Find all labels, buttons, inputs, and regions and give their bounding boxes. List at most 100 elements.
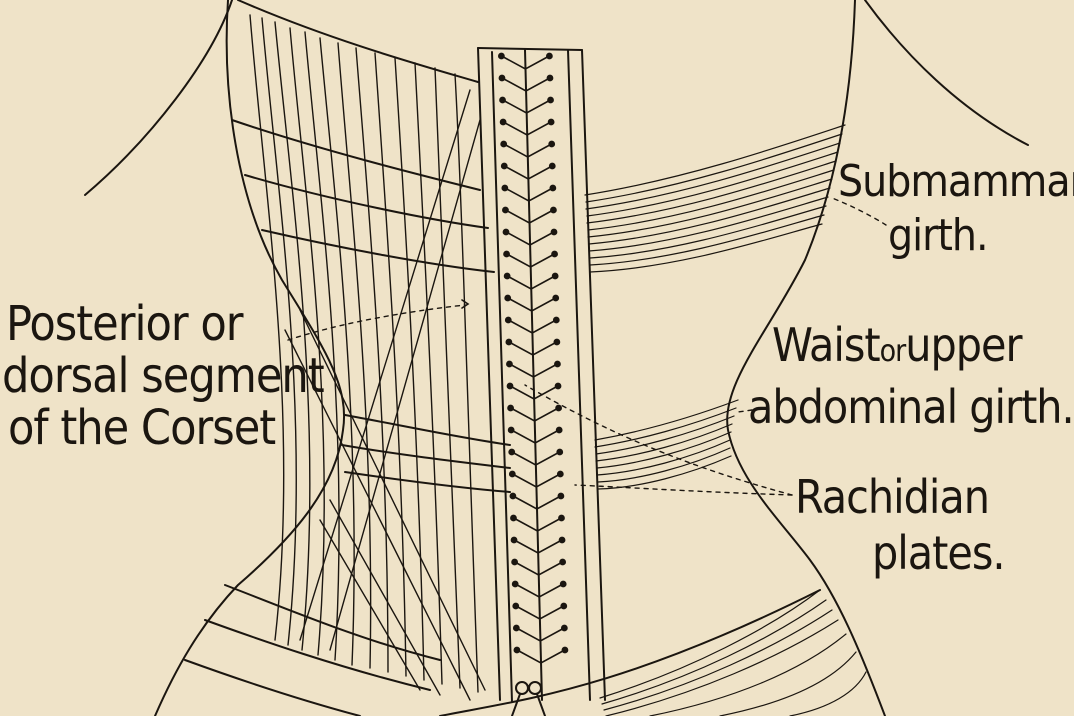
lacing-chevron — [504, 144, 551, 158]
eyelet — [512, 624, 520, 632]
lacing-chevron — [505, 166, 552, 180]
eyelet — [502, 228, 510, 236]
eyelet — [554, 382, 562, 390]
lacing-chevron — [518, 650, 564, 664]
corset-right-outline — [726, 0, 886, 716]
lacing-chevron — [517, 628, 564, 642]
lacing-chevron — [511, 408, 558, 422]
lacing-chevron — [509, 320, 556, 334]
rachidian-leader-2 — [574, 484, 793, 496]
lacing-chevron — [516, 584, 563, 598]
eyelet — [547, 96, 554, 104]
eyelet — [550, 228, 558, 236]
eyelet — [500, 140, 508, 148]
eyelet — [555, 404, 562, 412]
lacing-chevron — [516, 606, 563, 620]
eyelet — [504, 316, 512, 324]
corset-left-outline — [154, 0, 345, 716]
cross-lacing — [284, 89, 486, 701]
label-waist-or: or — [879, 334, 907, 369]
eyelet — [547, 118, 555, 126]
label-posterior-line2: dorsal segment — [2, 348, 325, 404]
eyelet — [560, 602, 568, 610]
right-shoulder-line — [864, 0, 1029, 146]
back-panel-left — [477, 47, 501, 701]
eyelet — [553, 338, 561, 346]
spine-line — [524, 49, 543, 701]
eyelet — [549, 184, 557, 192]
label-submammary-line2: girth. — [888, 210, 989, 261]
eyelet — [559, 558, 567, 566]
eyelet — [548, 140, 556, 148]
lacing-chevron — [507, 254, 554, 268]
eyelet — [502, 206, 509, 214]
eyelet — [551, 250, 558, 258]
back-panel-right-outer — [581, 49, 606, 701]
eyelet — [506, 360, 513, 368]
lacing-chevron — [514, 518, 561, 532]
rachidian-leader-1 — [524, 384, 793, 496]
eyelet — [507, 426, 515, 434]
eyelet — [501, 184, 509, 192]
lacing-chevron — [508, 276, 554, 290]
lacing-chevron — [515, 562, 562, 576]
lacing-chevron — [510, 364, 557, 378]
waist-leader — [737, 409, 753, 413]
back-panel-right — [567, 49, 591, 701]
lacing-chevron — [514, 496, 560, 510]
left-shoulder-line — [84, 0, 233, 196]
lacing-chevron — [515, 540, 561, 554]
label-submammary-line1: Submammary — [838, 156, 1074, 207]
eyelet — [499, 96, 506, 104]
eyelet — [499, 118, 507, 126]
eyelet — [558, 514, 565, 522]
lacing-chevron — [511, 386, 557, 400]
submammary-band — [584, 124, 846, 273]
eyelet — [510, 536, 518, 544]
eyelet — [556, 448, 564, 456]
eyelet — [560, 624, 568, 632]
lacing-chevron — [503, 100, 550, 114]
eyelet — [552, 294, 560, 302]
label-posterior-line3: of the Corset — [8, 400, 276, 456]
eyelet — [500, 162, 508, 170]
eyelet — [503, 272, 511, 280]
lacing-chevron — [513, 474, 560, 488]
lacing-chevron — [508, 298, 555, 312]
lacing-chevron — [512, 430, 558, 444]
eyelet — [511, 580, 519, 588]
lacing-chevron — [506, 188, 552, 202]
label-waist-line1: Waistorupper — [772, 322, 1023, 369]
spine-eyelets — [497, 52, 569, 664]
label-rachidian-line1: Rachidian — [795, 470, 990, 524]
label-waist-word: Waist — [772, 318, 881, 372]
eyelet — [546, 74, 554, 82]
eyelet — [558, 536, 566, 544]
eyelet — [561, 646, 569, 654]
eyelet — [548, 162, 556, 170]
eyelet — [497, 52, 505, 60]
leader-lines — [287, 197, 887, 496]
eyelet — [552, 316, 560, 324]
eyelet — [498, 74, 506, 82]
eyelet — [557, 492, 565, 500]
back-panel-left-inner — [491, 51, 513, 703]
eyelet — [508, 470, 516, 478]
lacing-chevron — [510, 342, 556, 356]
lacing-chevron — [503, 78, 549, 92]
eyelet — [507, 404, 514, 412]
eyelet — [555, 426, 563, 434]
eyelet — [512, 602, 520, 610]
eyelet — [550, 206, 557, 214]
lacing-chevron — [512, 452, 559, 466]
submammary-leader — [831, 197, 887, 226]
eyelet — [545, 52, 553, 60]
lacing-chevron — [504, 122, 550, 136]
posterior-leader — [287, 304, 466, 341]
eyelet — [503, 250, 510, 258]
lacing-chevron — [506, 210, 553, 224]
eyelet — [505, 338, 513, 346]
lacing-chevron — [507, 232, 553, 246]
hip-band — [599, 589, 867, 716]
